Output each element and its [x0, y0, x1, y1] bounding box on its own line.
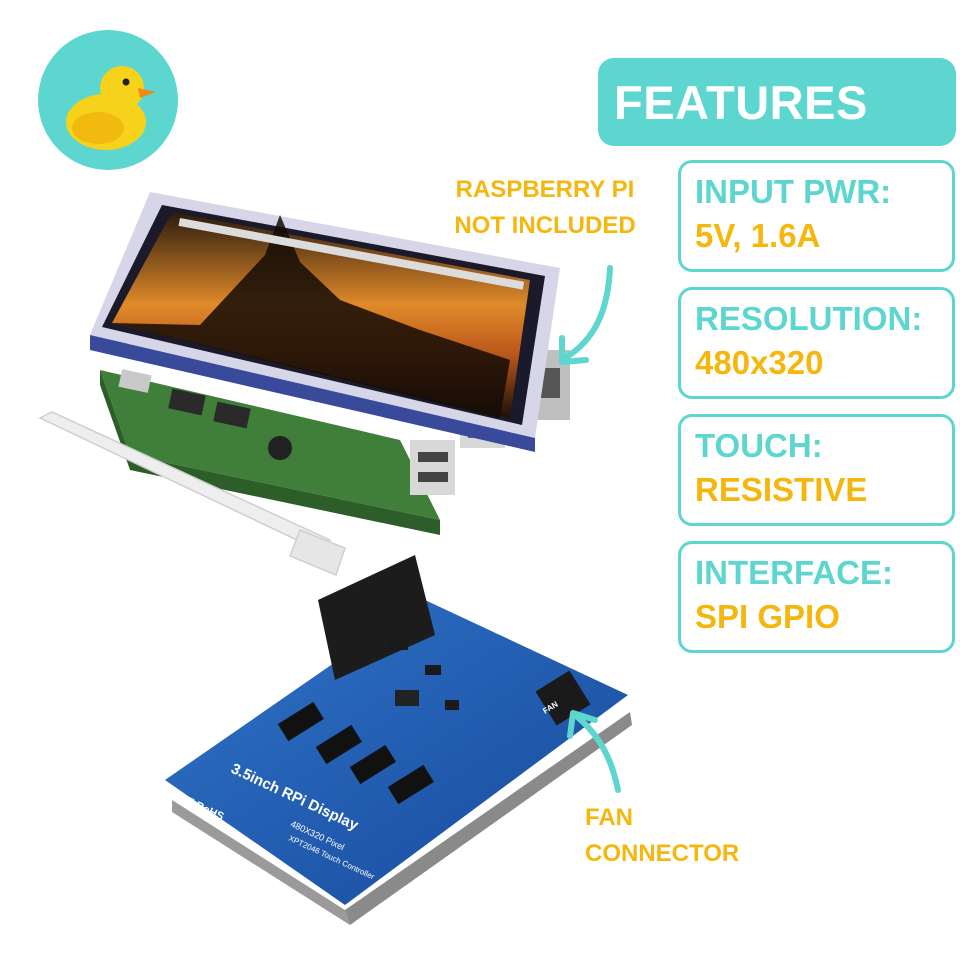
- callout-line: RASPBERRY PI: [455, 176, 635, 203]
- spec-card-resolution: RESOLUTION: 480x320: [678, 287, 955, 399]
- pointer-arrow: [562, 265, 613, 361]
- duck-logo: [38, 30, 178, 170]
- duck-icon: [66, 66, 156, 150]
- spec-label: TOUCH:: [695, 427, 823, 464]
- callout-line: CONNECTOR: [585, 840, 740, 867]
- spec-label: INPUT PWR:: [695, 173, 892, 210]
- raspberry-pi-not-included-note: RASPBERRY PI NOT INCLUDED: [440, 172, 650, 244]
- pointer-arrow: [572, 712, 621, 793]
- spec-card-interface: INTERFACE: SPI GPIO: [678, 541, 955, 653]
- spec-value: RESISTIVE: [695, 471, 868, 508]
- spec-value: SPI GPIO: [695, 598, 840, 635]
- spec-label: INTERFACE:: [695, 554, 893, 591]
- spec-value: 480x320: [695, 344, 824, 381]
- display-module-back: 3.5inch RPi Display CE RoHS 480X320 Pixe…: [165, 555, 632, 925]
- fan-connector-note: FAN CONNECTOR: [585, 800, 760, 872]
- lcd-screen: [90, 192, 560, 452]
- usb-port: [410, 440, 455, 495]
- features-title: FEATURES: [614, 75, 868, 129]
- callout-line: NOT INCLUDED: [454, 212, 636, 239]
- callout-line: FAN: [585, 804, 633, 831]
- spec-card-touch: TOUCH: RESISTIVE: [678, 414, 955, 526]
- spec-card-input-power: INPUT PWR: 5V, 1.6A: [678, 160, 955, 272]
- spec-label: RESOLUTION:: [695, 300, 923, 337]
- features-banner: FEATURES: [598, 58, 956, 146]
- spec-value: 5V, 1.6A: [695, 217, 821, 254]
- gpio-header: [318, 555, 435, 680]
- stylus: [38, 411, 346, 577]
